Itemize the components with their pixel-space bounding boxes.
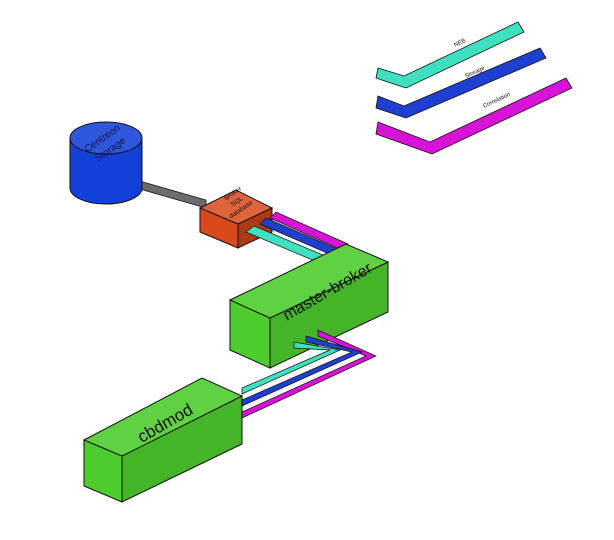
master-broker-top: [228, 243, 390, 319]
legend: NEB Storage Correlation: [375, 21, 573, 155]
storage-db-body: [69, 137, 143, 205]
db-connector-rod: [135, 179, 207, 209]
sql-cube-top: [198, 189, 274, 225]
stripes-sql-to-master: [245, 211, 349, 265]
cbdmod-node: cbdmod: [82, 377, 244, 503]
cbdmod-top: [82, 377, 244, 457]
stripe-cbd-neb: [241, 341, 342, 395]
legend-correlation-stripe: [375, 77, 573, 155]
legend-neb-label: NEB: [453, 38, 467, 49]
storage-db-top: [69, 121, 143, 155]
storage-database-icon: Centreon Storage: [69, 121, 143, 205]
legend-neb-stripe: [375, 21, 525, 89]
stripe-sql-correlation: [269, 211, 349, 251]
legend-item-neb: NEB: [375, 21, 525, 89]
legend-storage-stripe: [375, 47, 547, 119]
sql-database-cube: Broker SQL database: [198, 185, 274, 249]
master-broker-node: master-broker: [228, 243, 390, 369]
legend-item-storage: Storage: [375, 47, 547, 119]
